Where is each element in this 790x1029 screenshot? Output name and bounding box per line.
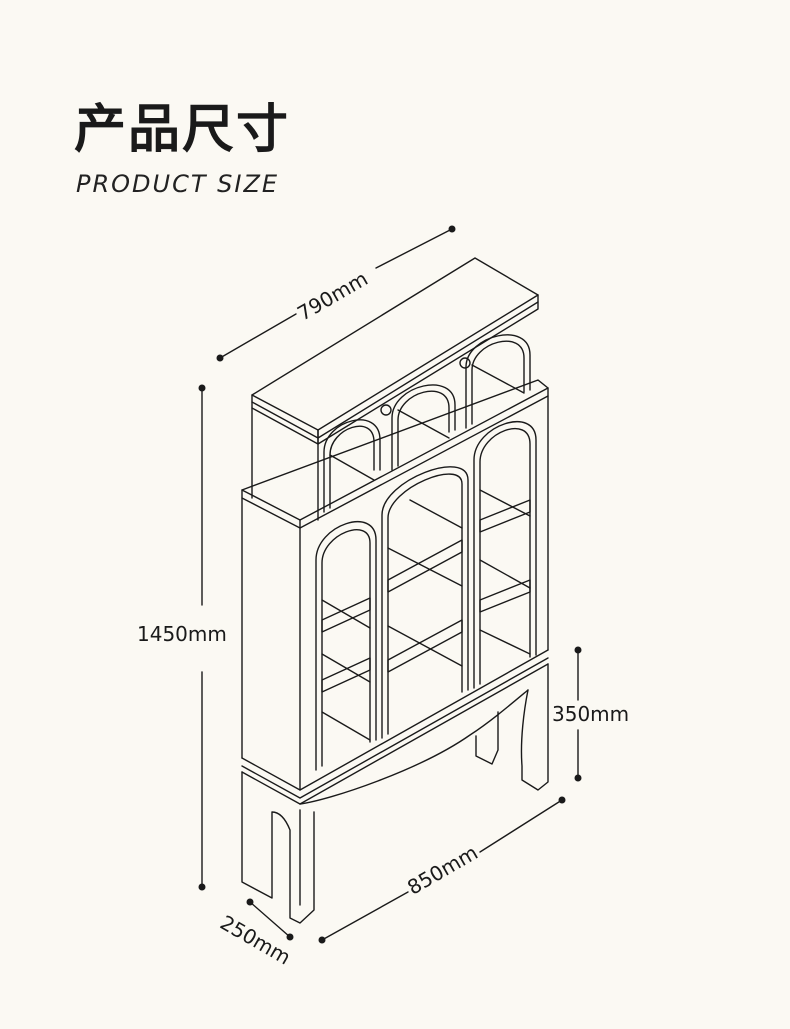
upper-cabinet bbox=[251, 257, 539, 521]
dimension-dots bbox=[198, 225, 582, 944]
cabinet-base bbox=[241, 663, 549, 924]
dim-top-width-label: 790mm bbox=[293, 266, 372, 325]
dim-base-width-label: 850mm bbox=[403, 840, 482, 899]
dim-height-label: 1450mm bbox=[137, 622, 227, 646]
dim-leg-height-label: 350mm bbox=[552, 702, 629, 726]
page-subtitle: PRODUCT SIZE bbox=[76, 170, 280, 198]
dimension-lines bbox=[201, 228, 579, 941]
dim-depth-label: 250mm bbox=[216, 910, 295, 969]
lower-cabinet bbox=[241, 379, 549, 805]
page-title: 产品尺寸 bbox=[74, 100, 291, 160]
